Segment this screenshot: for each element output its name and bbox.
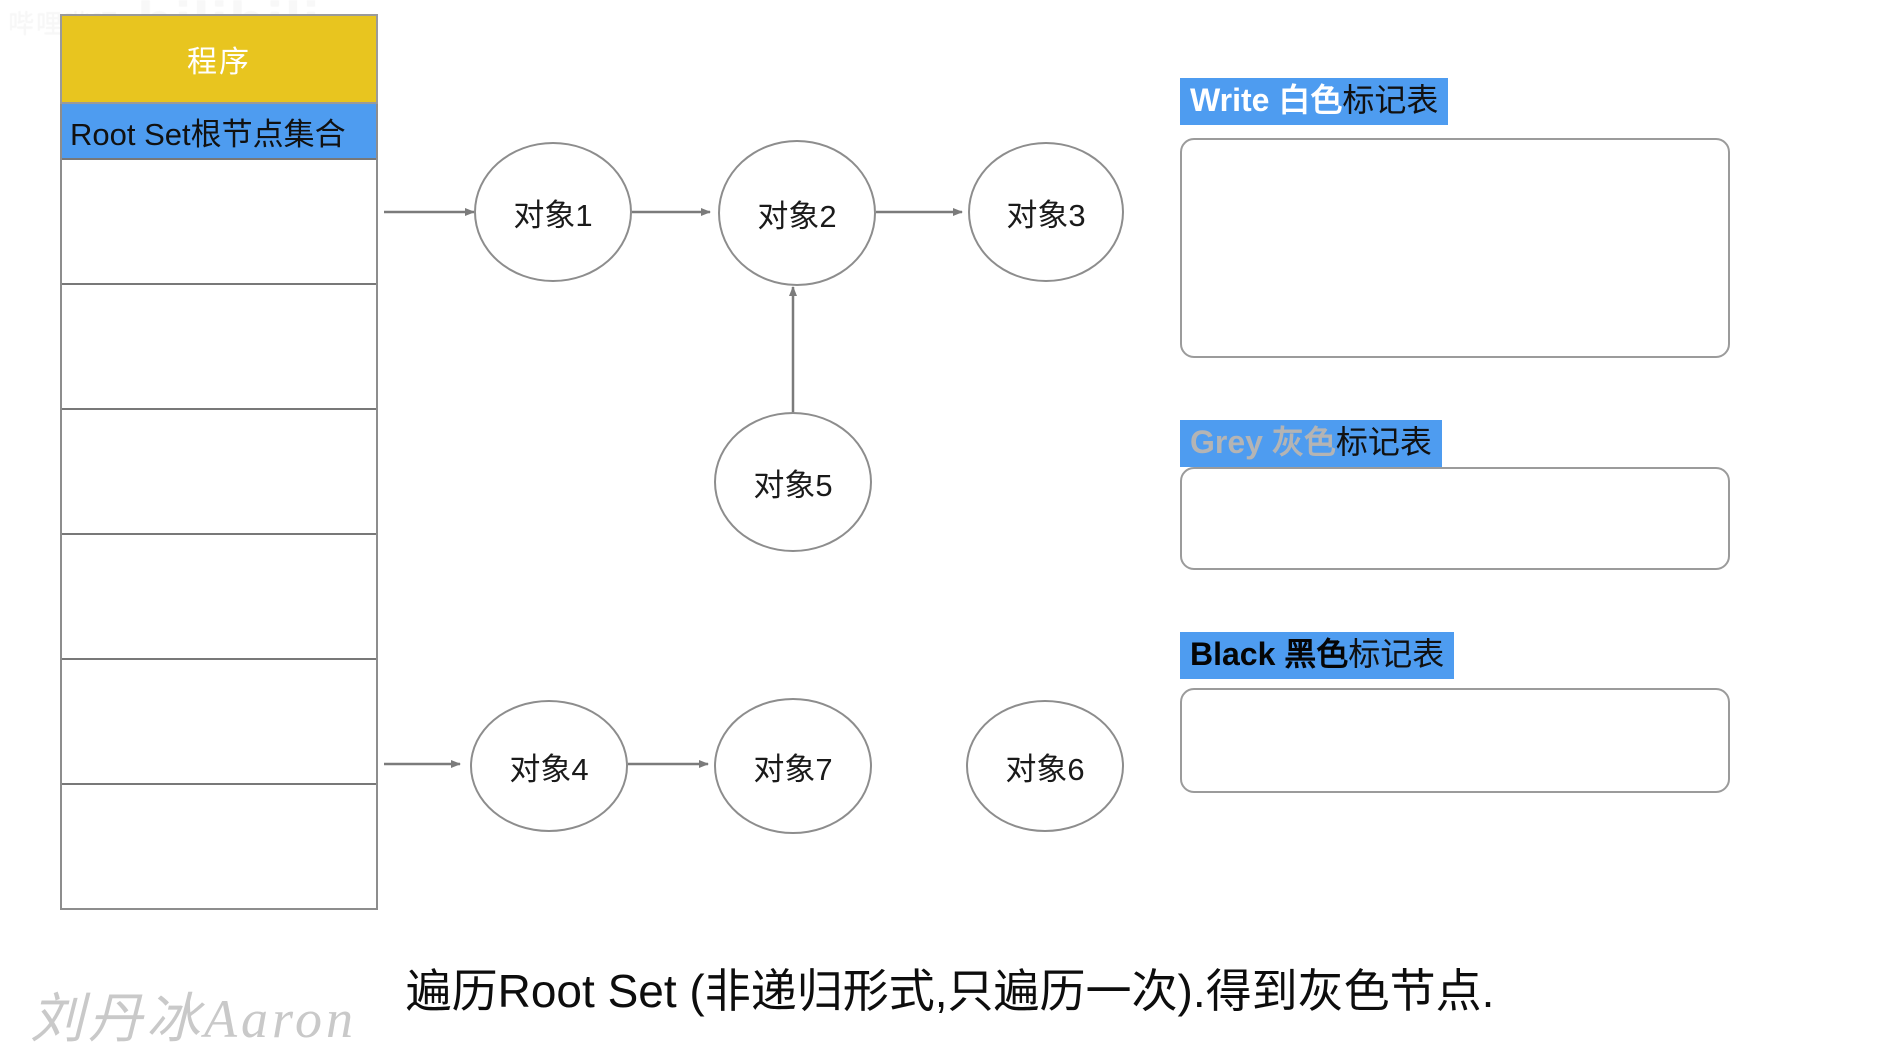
- mark-label-eng: Black: [1190, 636, 1276, 672]
- mark-table-grey-box: [1180, 467, 1730, 570]
- mark-table-black-box: [1180, 688, 1730, 793]
- mark-label-mid: 黑色: [1275, 636, 1349, 672]
- graph-node-label: 对象4: [509, 751, 589, 787]
- mark-label-tail: 标记表: [1342, 82, 1439, 118]
- mark-label-mid: 灰色: [1262, 424, 1336, 460]
- mark-label-eng: Grey: [1190, 424, 1263, 460]
- graph-node-label: 对象3: [1006, 197, 1086, 233]
- root-set-row: [62, 158, 376, 283]
- mark-label-tail: 标记表: [1348, 636, 1445, 672]
- graph-node-obj1[interactable]: 对象1: [474, 142, 632, 282]
- mark-label-tail: 标记表: [1335, 424, 1432, 460]
- graph-node-label: 对象6: [1005, 751, 1085, 787]
- graph-node-label: 对象2: [757, 198, 837, 234]
- caption-text: 遍历Root Set (非递归形式,只遍历一次).得到灰色节点.: [405, 965, 1495, 1017]
- root-set-header-label: Root Set根节点集合: [70, 116, 346, 152]
- root-set-row: [62, 658, 376, 783]
- mark-table-white-box: [1180, 138, 1730, 358]
- root-set-row: [62, 533, 376, 658]
- mark-label-mid: 白色: [1269, 82, 1343, 118]
- graph-node-label: 对象5: [753, 467, 833, 503]
- graph-node-obj3[interactable]: 对象3: [968, 142, 1124, 282]
- graph-node-label: 对象7: [753, 751, 833, 787]
- root-set-row: [62, 783, 376, 908]
- graph-node-label: 对象1: [513, 197, 593, 233]
- root-set-row: [62, 408, 376, 533]
- root-set-row: [62, 283, 376, 408]
- graph-node-obj5[interactable]: 对象5: [714, 412, 872, 552]
- program-label: 程序: [187, 46, 251, 79]
- graph-node-obj2[interactable]: 对象2: [718, 140, 876, 286]
- graph-node-obj7[interactable]: 对象7: [714, 698, 872, 834]
- graph-node-obj6[interactable]: 对象6: [966, 700, 1124, 832]
- root-set-table: Root Set根节点集合: [60, 104, 378, 910]
- mark-table-grey-label: Grey 灰色标记表: [1180, 420, 1442, 467]
- mark-label-eng: Write: [1190, 82, 1270, 118]
- graph-node-obj4[interactable]: 对象4: [470, 700, 628, 832]
- mark-table-white-label: Write 白色标记表: [1180, 78, 1449, 125]
- mark-table-black-label: Black 黑色标记表: [1180, 632, 1455, 679]
- program-box: 程序: [60, 14, 378, 104]
- root-set-header: Root Set根节点集合: [62, 104, 376, 158]
